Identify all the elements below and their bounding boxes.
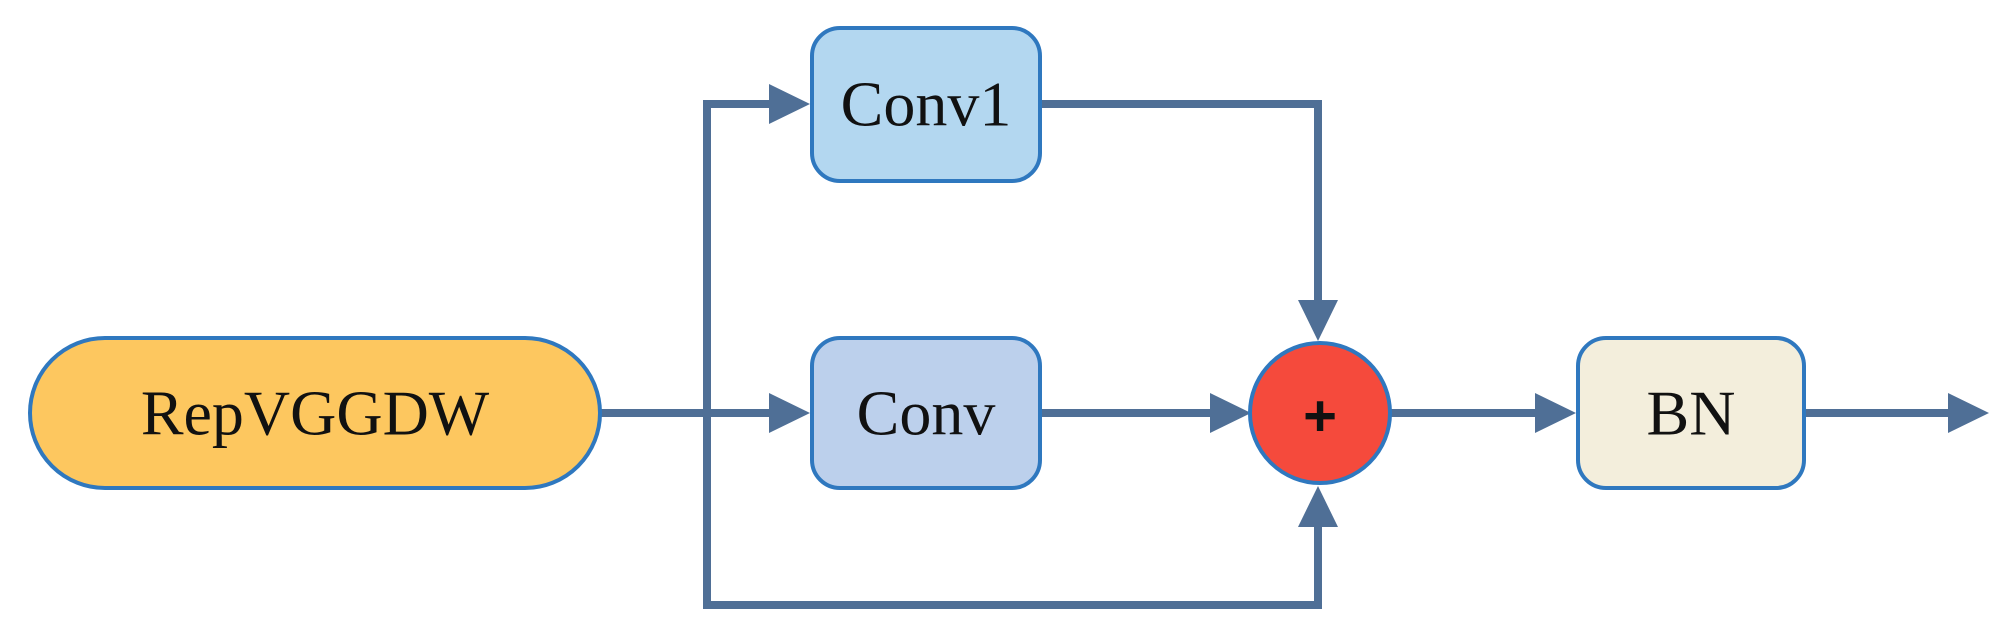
arrowhead-conv-to-add bbox=[1210, 393, 1251, 433]
node-conv1-box bbox=[810, 26, 1042, 183]
arrowhead-identity-to-add bbox=[1298, 486, 1338, 527]
node-conv: Conv bbox=[810, 336, 1042, 490]
node-bn-box bbox=[1576, 336, 1806, 490]
node-conv1-label: Conv1 bbox=[841, 69, 1012, 140]
wire-identity-to-add bbox=[703, 508, 1322, 609]
node-add-symbol: + bbox=[1303, 384, 1337, 449]
node-repvggdw: RepVGGDW bbox=[28, 336, 602, 490]
node-repvggdw-label: RepVGGDW bbox=[141, 378, 490, 449]
node-conv1: Conv1 bbox=[810, 26, 1042, 183]
node-add-circle bbox=[1248, 341, 1392, 485]
arrowhead-to-conv bbox=[769, 393, 810, 433]
arrowhead-to-conv1 bbox=[769, 84, 810, 124]
node-conv-label: Conv bbox=[857, 378, 996, 449]
connections bbox=[596, 100, 1962, 609]
arrowheads bbox=[769, 84, 1989, 527]
node-repvggdw-box bbox=[28, 336, 602, 490]
node-conv-box bbox=[810, 336, 1042, 490]
node-bn: BN bbox=[1576, 336, 1806, 490]
arrowhead-conv1-to-add bbox=[1298, 300, 1338, 341]
arrowhead-output bbox=[1948, 393, 1989, 433]
arrowhead-add-to-bn bbox=[1535, 393, 1576, 433]
wire-conv1-to-add bbox=[1040, 100, 1322, 320]
node-add: + bbox=[1248, 341, 1392, 485]
node-bn-label: BN bbox=[1647, 378, 1736, 449]
